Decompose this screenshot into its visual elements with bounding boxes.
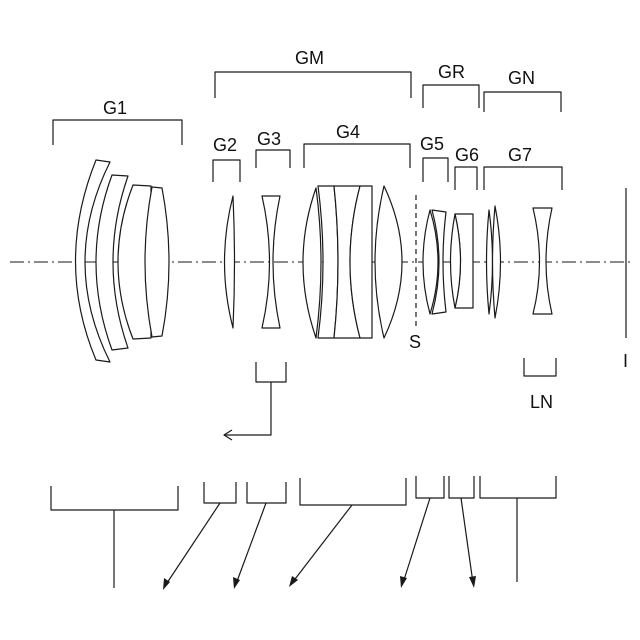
g7-label: G7 [508,145,532,165]
g2-bracket [213,160,240,182]
group-g1-lenses [76,160,170,362]
g5-bracket [423,158,448,182]
g4-lens-1 [303,188,321,338]
g2-lens [225,196,235,328]
g3-focus-bracket [256,362,286,382]
g6-move-arrowhead [469,576,476,588]
g6-move-bracket [449,476,474,498]
gm-label: GM [295,48,324,68]
g4-lens-5 [375,186,402,338]
aperture-stop-label: S [409,332,421,352]
gn-bracket [484,92,561,112]
g7-lens-2 [493,206,501,318]
g3-move-arrow [236,503,266,584]
g5-move-arrow [403,498,430,583]
g3-bracket [256,150,290,168]
g5-label: G5 [420,134,444,154]
g4-move-bracket [300,478,406,505]
g2-label: G2 [213,135,237,155]
g3-move-bracket [247,482,286,503]
g2-move-arrow [165,503,220,586]
g2-move-bracket [204,482,236,503]
g3-focus-path [224,382,271,435]
gr-label: GR [438,62,465,82]
g5-move-arrowhead [400,576,407,588]
g7-move-bracket [480,476,556,498]
g4-bracket [304,144,410,168]
group-g5-lenses [423,210,446,314]
ln-bracket [524,358,556,376]
ln-label: LN [530,392,553,412]
g3-label: G3 [257,129,281,149]
g6-bracket [455,167,477,190]
g7-lens-1 [487,210,493,314]
g4-label: G4 [336,122,360,142]
gm-bracket [215,72,411,98]
movement-indicators [51,476,556,590]
g1-lens-4 [145,187,169,337]
g1-label: G1 [103,98,127,118]
g3-move-arrowhead [233,577,240,589]
g1-move-bracket [51,486,178,510]
g1-bracket [53,120,182,145]
g6-move-arrow [461,498,473,583]
g4-move-arrow [292,505,352,583]
group-g4-lenses [303,186,402,338]
g7-lens-ln [533,208,552,314]
gr-bracket [423,85,479,108]
group-g6-lenses [451,214,474,308]
g5-move-bracket [416,476,444,498]
image-plane-label: I [623,351,628,371]
g7-bracket [484,167,562,190]
gn-label: GN [508,68,535,88]
g6-label: G6 [455,145,479,165]
